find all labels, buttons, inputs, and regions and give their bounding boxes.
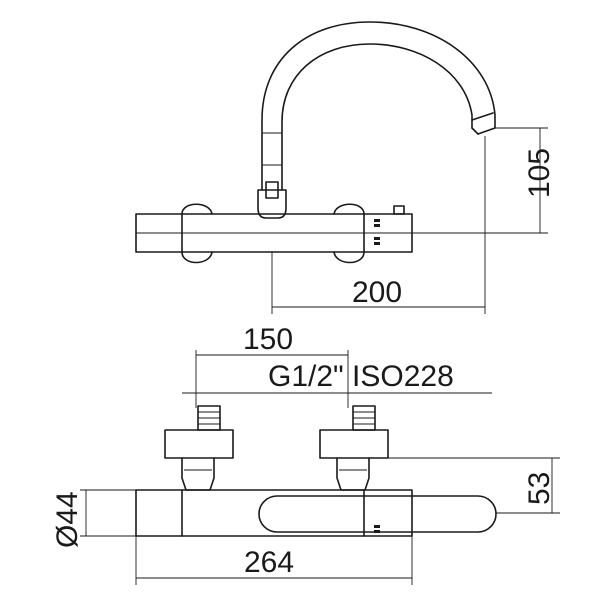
spout-collar [257, 189, 287, 219]
dim-spout-reach: 200 [271, 136, 486, 314]
dim-inlet-depth: 53 [388, 457, 560, 514]
dim-thread: G1/2" ISO228 [182, 360, 492, 394]
scale-markings-front [374, 525, 380, 533]
dim-label-264: 264 [244, 546, 294, 579]
spout-front [258, 495, 497, 533]
dim-inlet-spacing: 150 [195, 323, 349, 408]
dim-body-length: 264 [135, 536, 413, 585]
safety-button [393, 205, 405, 215]
dim-label-53: 53 [523, 472, 556, 505]
right-inlet [319, 405, 389, 491]
left-inlet [164, 405, 234, 491]
dim-spout-height: 105 [412, 127, 556, 234]
collar-nut [265, 181, 279, 199]
dim-label-105: 105 [523, 148, 556, 198]
dim-label-150: 150 [243, 323, 293, 356]
top-view: 105 200 [135, 21, 556, 314]
thread-label: G1/2" ISO228 [268, 360, 454, 393]
front-view: 150 G1/2" ISO228 [51, 323, 560, 585]
dim-body-diameter: Ø44 [51, 489, 136, 548]
spout [261, 21, 496, 191]
mixer-body-front [135, 489, 413, 537]
flow-knob [333, 203, 365, 264]
dim-label-200: 200 [352, 276, 402, 309]
temperature-knob [181, 203, 213, 264]
dim-label-d44: Ø44 [51, 491, 84, 548]
scale-markings [374, 219, 380, 245]
